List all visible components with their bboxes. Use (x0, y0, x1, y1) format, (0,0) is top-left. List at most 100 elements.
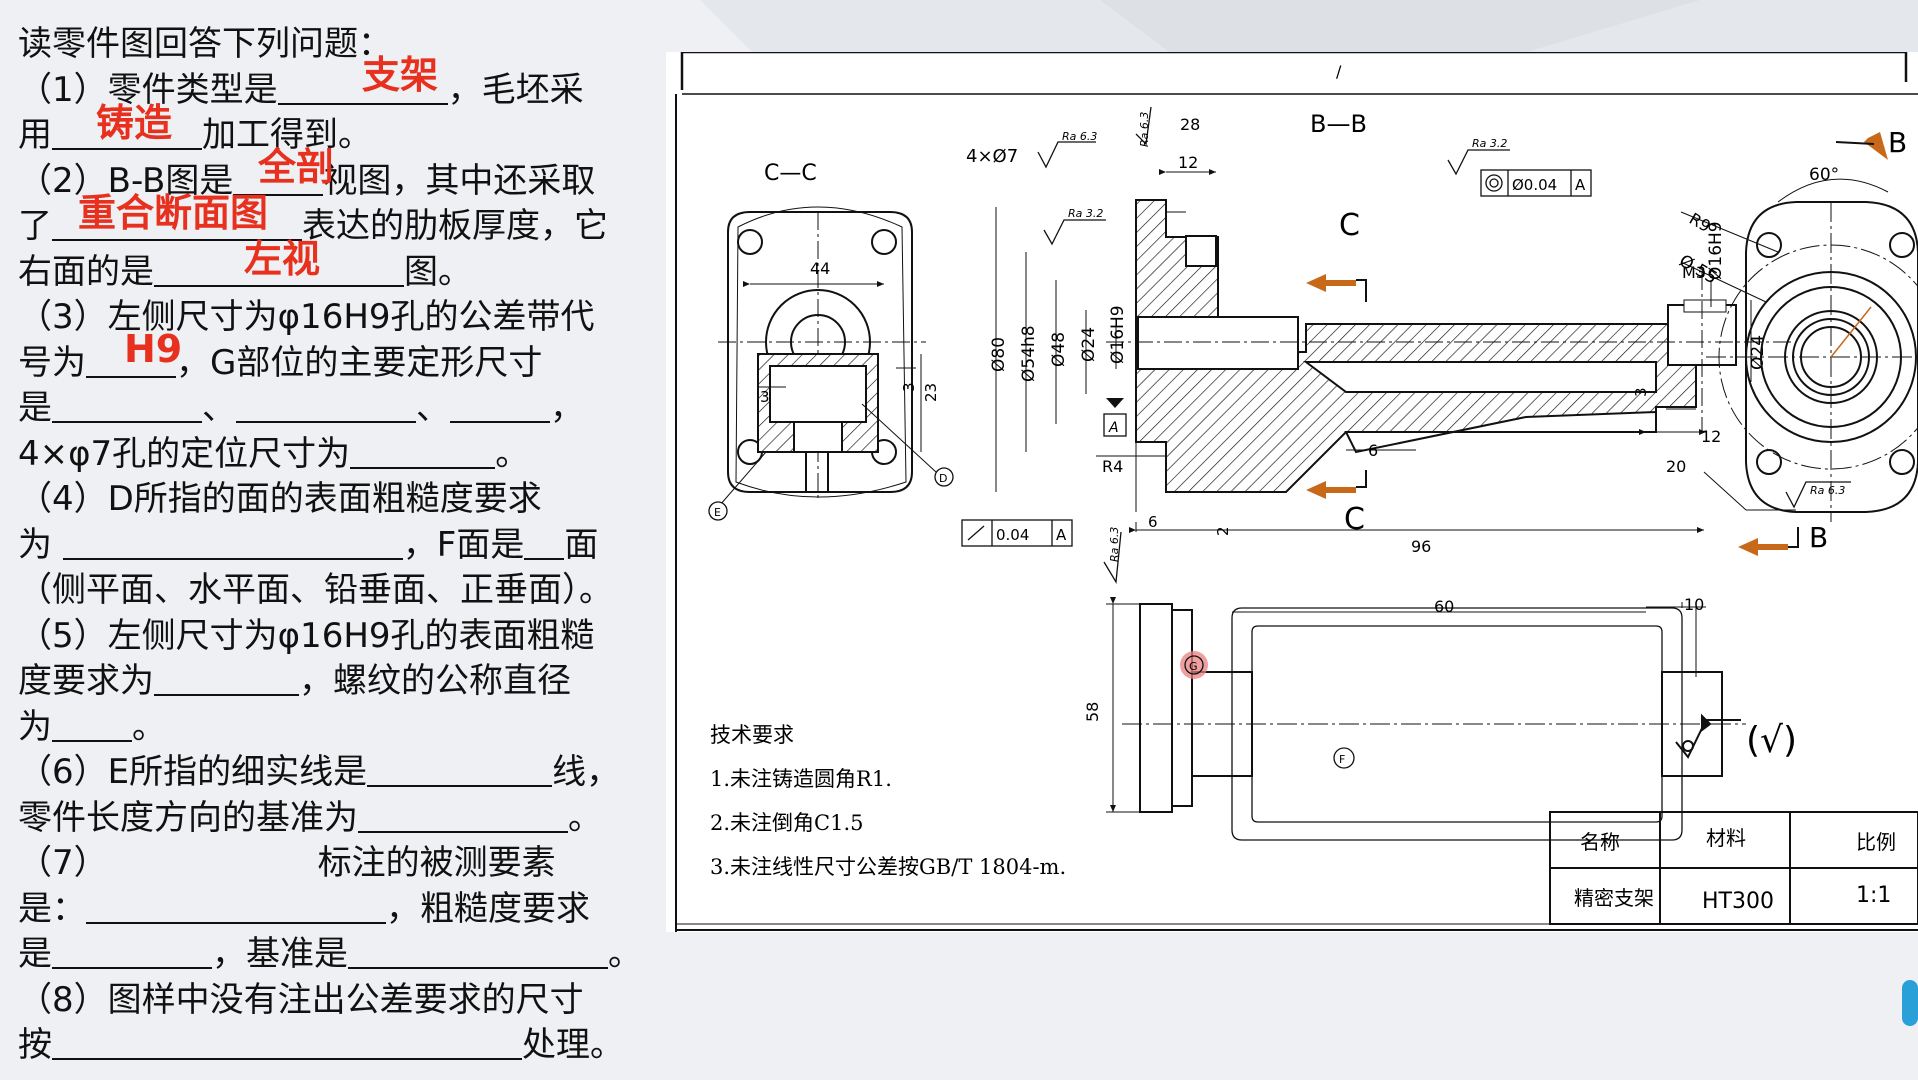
answer-blank[interactable] (52, 205, 302, 241)
tech-item-2: 2.未注倒角C1.5 (710, 811, 864, 835)
ra-6-3-right: Ra 6.3 (1810, 484, 1845, 497)
dim-phi16h9-left: Ø16H9 (1108, 305, 1128, 364)
dim-3b: 3 (760, 388, 770, 406)
dim-44: 44 (810, 259, 830, 278)
q5-line2: 度要求为，螺纹的公称直径 (18, 660, 571, 701)
dim-holes: 4×Ø7 (966, 146, 1018, 167)
answer-blank[interactable] (86, 342, 176, 378)
dim-phi24: Ø24 (1079, 327, 1099, 362)
q4-line2: 为 ，F面是面 (18, 524, 599, 565)
answer-blank[interactable] (450, 387, 550, 423)
tolerance-frame-runout (961, 519, 1073, 547)
tolerance-frame-concentricity (1480, 169, 1592, 197)
label-d: D (939, 472, 947, 485)
dim-20: 20 (1666, 457, 1686, 476)
frame-mark: / (1336, 62, 1342, 81)
answer-blank[interactable] (52, 387, 202, 423)
answer-blank[interactable] (86, 888, 386, 924)
q3-line2: 号为，G部位的主要定形尺寸 (18, 342, 543, 383)
ra-3-2-left: Ra 3.2 (1068, 207, 1103, 220)
answer-tolerance-code: H9 (124, 327, 183, 371)
default-roughness-symbol (1675, 719, 1741, 759)
answer-part-type: 支架 (362, 53, 439, 97)
view-bb (995, 169, 1796, 533)
answer-blank[interactable] (62, 524, 403, 560)
dim-phi16h9-right: Ø16H9 (1706, 221, 1726, 280)
title-material-value: HT300 (1702, 889, 1774, 914)
title-name-header: 名称 (1580, 830, 1620, 854)
tol2-ref: A (1056, 526, 1067, 544)
tech-item-3: 3.未注线性尺寸公差按GB/T 1804-m. (710, 855, 1066, 879)
dim-23: 23 (922, 383, 940, 402)
marker-g-highlight (1180, 651, 1208, 679)
dim-6b: 6 (1148, 513, 1158, 531)
view-top (1106, 597, 1746, 841)
view-label-b: B (1888, 126, 1907, 159)
dim-96: 96 (1411, 537, 1431, 556)
q1-line1: （1）零件类型是，毛坯采 (18, 69, 584, 110)
roughness-note: (√) (1746, 720, 1797, 761)
tech-item-1: 1.未注铸造圆角R1. (710, 767, 892, 791)
dim-m3: M3 (1682, 263, 1706, 282)
view-b (1680, 178, 1918, 522)
view-label-c-upper: C (1339, 208, 1360, 243)
q7-line3: 是，基准是。 (18, 933, 642, 974)
q3-line1: （3）左侧尺寸为φ16H9孔的公差带代 (18, 297, 595, 337)
dim-12a: 12 (1178, 153, 1198, 172)
answer-blank[interactable] (277, 69, 448, 105)
answer-blank-method: 铸造 (96, 101, 173, 145)
answer-blank[interactable] (236, 387, 416, 423)
heading: 读零件图回答下列问题： (18, 24, 392, 64)
q5-line1: （5）左侧尺寸为φ16H9孔的表面粗糙 (18, 615, 595, 656)
answer-blank[interactable] (52, 114, 202, 150)
q3-line4: 4×φ7孔的定位尺寸为。 (18, 433, 530, 474)
title-material-header: 材料 (1706, 826, 1746, 850)
answer-blank[interactable] (524, 524, 565, 560)
q5-line3: 为。 (18, 706, 166, 747)
answer-blank[interactable] (52, 706, 132, 742)
dim-phi24-right: Ø24 (1748, 335, 1768, 370)
ra-6-3-bottom: Ra 6.3 (1108, 527, 1121, 562)
dim-12b: 12 (1701, 427, 1721, 446)
answer-blank[interactable] (233, 160, 324, 196)
engineering-drawing: / C—C 44 23 3 3 D E (666, 52, 1918, 932)
view-label-b-lower: B (1809, 521, 1828, 554)
answer-blank[interactable] (350, 433, 496, 469)
answer-extra-view: 重合断面图 (78, 191, 269, 235)
answer-blank[interactable] (367, 751, 553, 787)
answer-blank[interactable] (52, 1024, 522, 1060)
q7-line1: （7）标注的被测要素 (18, 843, 556, 883)
q6-line2: 零件长度方向的基准为。 (18, 797, 602, 838)
answer-blank[interactable] (154, 251, 404, 287)
answer-blank[interactable] (348, 933, 608, 969)
tol2-value: 0.04 (996, 526, 1029, 544)
dim-10: 10 (1684, 595, 1704, 614)
datum-a: A (1108, 420, 1119, 436)
label-g: G (1189, 660, 1198, 673)
title-scale-value: 1:1 (1856, 883, 1891, 908)
title-name-value: 精密支架 (1574, 886, 1654, 910)
q2-line3: 右面的是图。 (18, 251, 472, 292)
dim-6a: 6 (1368, 441, 1378, 460)
label-e: E (714, 506, 721, 519)
view-cc (718, 206, 937, 506)
answer-blank[interactable] (358, 797, 568, 833)
dim-phi48: Ø48 (1049, 332, 1069, 367)
dim-60-deg: 60° (1809, 165, 1839, 185)
q6-line1: （6）E所指的细实线是线， (18, 751, 621, 792)
page-indicator[interactable] (1902, 980, 1918, 1026)
question-panel: 读零件图回答下列问题： （1）零件类型是，毛坯采 用加工得到。 （2）B-B图是… (18, 22, 668, 1069)
q2-line1: （2）B-B图是视图，其中还采取 (18, 160, 596, 201)
dim-3c: 3 (1632, 387, 1650, 397)
answer-blank[interactable] (154, 660, 299, 696)
dim-r4: R4 (1102, 457, 1123, 476)
title-scale-header: 比例 (1856, 830, 1896, 854)
answer-right-view: 左视 (244, 237, 321, 281)
answer-blank[interactable] (52, 933, 212, 969)
q3-line3: 是、、， (18, 387, 584, 428)
dim-3a: 3 (900, 382, 918, 392)
q1-line2: 用加工得到。 (18, 114, 372, 155)
ra-6-3-vertical: Ra 6.3 (1138, 112, 1151, 147)
tech-title: 技术要求 (710, 723, 794, 747)
q8-line1: （8）图样中没有注出公差要求的尺寸 (18, 979, 584, 1020)
